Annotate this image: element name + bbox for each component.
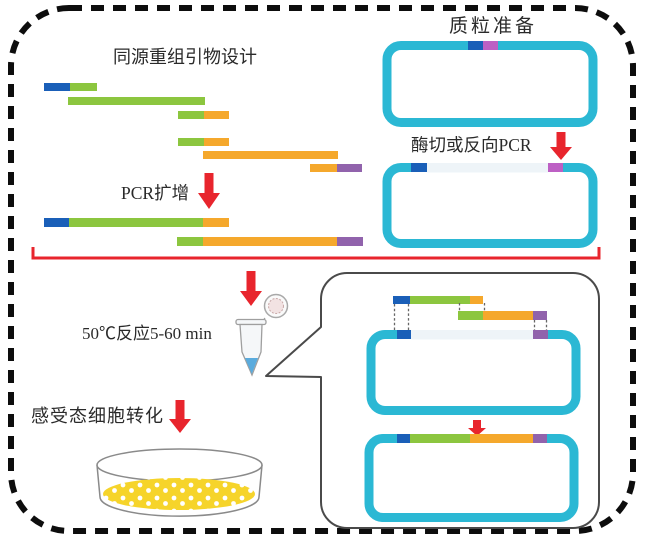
insert-fragment-2 bbox=[458, 311, 547, 320]
primer-design-label: 同源重组引物设计 bbox=[113, 47, 257, 67]
reaction-label: 50℃反应5-60 min bbox=[82, 324, 212, 343]
fragment-bar bbox=[178, 138, 229, 146]
fragment-bar bbox=[177, 237, 363, 246]
mix-down-arrow-icon bbox=[240, 271, 262, 306]
plasmid-intact bbox=[382, 41, 598, 127]
assembled-plasmid bbox=[364, 434, 579, 522]
reaction-tube-icon bbox=[235, 293, 289, 377]
plasmid-prep-label: 质粒准备 bbox=[449, 16, 538, 37]
digest-down-arrow-icon bbox=[550, 132, 572, 160]
cut-gap bbox=[427, 163, 548, 173]
insertion-site-blue-mark bbox=[468, 41, 483, 50]
colony-lawn bbox=[103, 478, 255, 510]
transform-label: 感受态细胞转化 bbox=[31, 406, 164, 426]
fragment-bar bbox=[203, 151, 338, 159]
cut-end-magenta-mark bbox=[548, 163, 563, 172]
bracket bbox=[31, 247, 601, 260]
callout-bubble bbox=[265, 272, 600, 529]
dashed-border bbox=[8, 5, 636, 534]
insert-fragment-1 bbox=[393, 296, 483, 304]
fragment-bar bbox=[44, 218, 229, 227]
petri-dish-icon bbox=[96, 448, 263, 517]
annealing-detail bbox=[364, 296, 581, 522]
transform-down-arrow-icon bbox=[169, 400, 191, 433]
pcr-label: PCR扩增 bbox=[121, 183, 190, 203]
open-vector bbox=[366, 330, 581, 415]
cut-end-blue-mark bbox=[411, 163, 427, 172]
fragment-bar bbox=[44, 83, 97, 91]
insertion-site-magenta-mark bbox=[483, 41, 498, 50]
assembly-down-arrow-icon bbox=[468, 420, 486, 436]
pcr-products bbox=[44, 218, 363, 246]
fragment-bar bbox=[310, 164, 362, 172]
tube-liquid bbox=[245, 358, 258, 374]
fragment-bar bbox=[178, 111, 229, 119]
fragment-bar bbox=[68, 97, 205, 105]
plasmid-linearized bbox=[382, 163, 598, 248]
pcr-down-arrow-icon bbox=[198, 173, 220, 209]
digest-label: 酶切或反向PCR bbox=[411, 135, 532, 155]
primer-fragments bbox=[44, 83, 362, 172]
